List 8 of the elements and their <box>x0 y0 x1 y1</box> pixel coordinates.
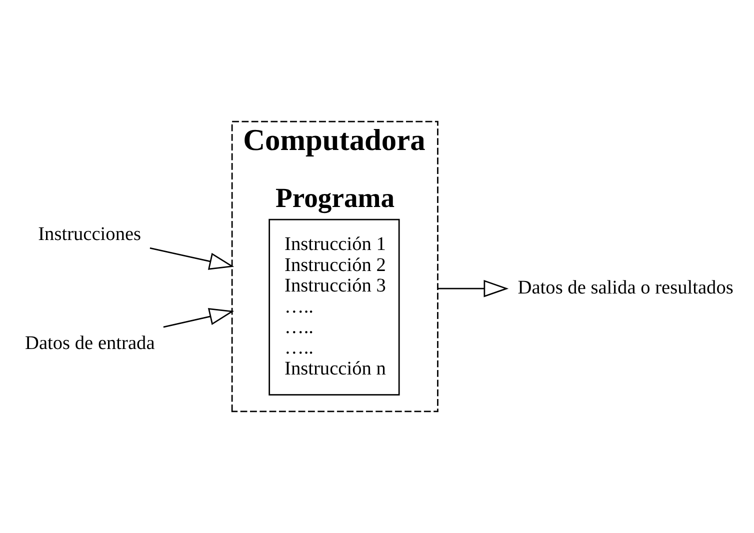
arrow <box>150 247 234 270</box>
node-text: Instrucciones <box>38 224 142 245</box>
node-label: Programa <box>276 182 395 214</box>
node-box: Instrucción 1 Instrucción 2 Instrucción 3 ….. ….. ….. Instrucción n <box>268 218 400 396</box>
arrow <box>163 308 234 328</box>
node-text: Datos de entrada <box>25 332 155 354</box>
arrow <box>438 280 509 298</box>
node-text: Datos de salida o resultados <box>518 278 734 299</box>
